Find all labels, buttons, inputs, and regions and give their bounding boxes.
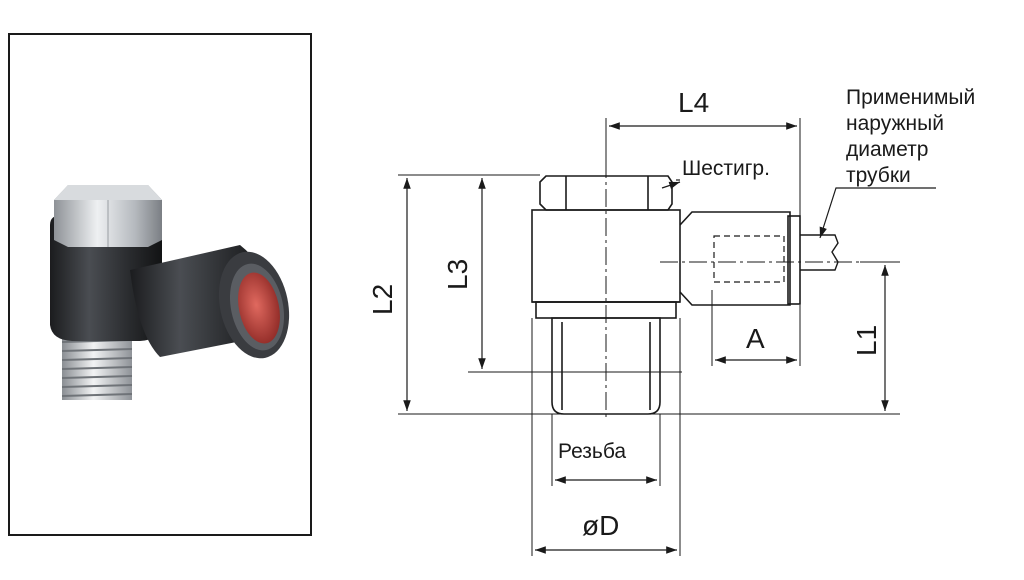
label-L4: L4	[678, 87, 709, 118]
extension-lines	[398, 118, 900, 556]
product-photo-panel	[8, 33, 312, 536]
label-thread: Резьба	[558, 440, 626, 463]
label-A: A	[746, 323, 765, 354]
side-outlet	[130, 245, 290, 359]
tube-note-line-1: Применимый	[846, 86, 975, 109]
angled-fitting-photo	[50, 185, 290, 400]
tube-leader	[819, 187, 936, 239]
dimension-lines	[403, 122, 936, 554]
label-hex: Шестигр.	[682, 157, 770, 180]
label-L1: L1	[851, 325, 882, 356]
hex-leader-line	[661, 181, 681, 190]
tube-note-line-4: трубки	[846, 164, 911, 187]
label-L2: L2	[367, 284, 398, 315]
tube-note-line-3: диаметр	[846, 138, 928, 161]
label-L3: L3	[442, 259, 473, 290]
centerlines	[605, 160, 860, 420]
fitting-outline	[531, 175, 839, 415]
label-diameter: øD	[582, 510, 619, 541]
tube-note-line-2: наружный	[846, 112, 944, 135]
hex-cap	[54, 185, 162, 247]
